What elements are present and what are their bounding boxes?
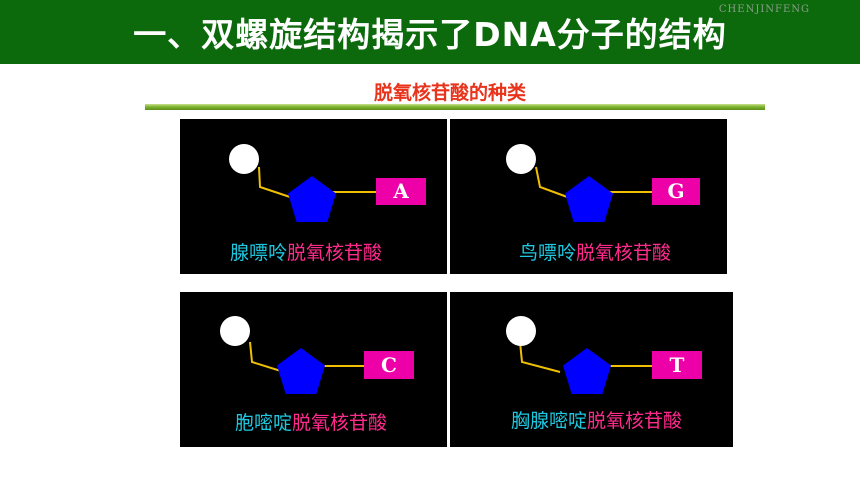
nucleotide-suffix: 脱氧核苷酸 xyxy=(587,410,683,432)
nucleotide-panel-cytosine: C 胞嘧啶脱氧核苷酸 xyxy=(180,292,447,447)
nucleotide-suffix: 脱氧核苷酸 xyxy=(292,412,388,434)
base-name: 胸腺嘧啶 xyxy=(511,410,588,432)
slide-title: 一、双螺旋结构揭示了DNA分子的结构 xyxy=(133,15,727,54)
nucleotide-label: 胸腺嘧啶脱氧核苷酸 xyxy=(511,406,682,433)
base-name: 鸟嘌呤 xyxy=(519,242,577,264)
watermark: CHENJINFENG xyxy=(718,4,810,15)
nucleotide-suffix: 脱氧核苷酸 xyxy=(287,242,383,264)
bond-lines xyxy=(249,341,366,373)
nucleotide-panel-adenine: A 腺嘌呤脱氧核苷酸 xyxy=(180,119,447,274)
base-box: T xyxy=(652,351,702,379)
nucleotide-label: 鸟嘌呤脱氧核苷酸 xyxy=(519,238,671,265)
base-name: 胞嘧啶 xyxy=(235,412,293,434)
bond-lines xyxy=(519,341,654,373)
nucleotide-label: 腺嘌呤脱氧核苷酸 xyxy=(230,238,382,265)
bond-lines xyxy=(258,166,378,199)
nucleotide-label: 胞嘧啶脱氧核苷酸 xyxy=(235,408,387,435)
base-box: C xyxy=(364,351,414,379)
phosphate-circle xyxy=(506,144,536,174)
phosphate-circle xyxy=(220,316,250,346)
divider-rule xyxy=(145,104,765,110)
nucleotide-panel-guanine: G 鸟嘌呤脱氧核苷酸 xyxy=(450,119,727,274)
nucleotide-suffix: 脱氧核苷酸 xyxy=(576,242,672,264)
phosphate-circle xyxy=(506,316,536,346)
nucleotide-panel-thymine: T 胸腺嘧啶脱氧核苷酸 xyxy=(450,292,733,447)
section-subtitle: 脱氧核苷酸的种类 xyxy=(373,82,526,104)
phosphate-circle xyxy=(229,144,259,174)
base-box: G xyxy=(652,178,700,205)
base-name: 腺嘌呤 xyxy=(230,242,288,264)
title-bar xyxy=(0,0,860,64)
bond-lines xyxy=(535,166,654,199)
base-box: A xyxy=(376,178,426,205)
